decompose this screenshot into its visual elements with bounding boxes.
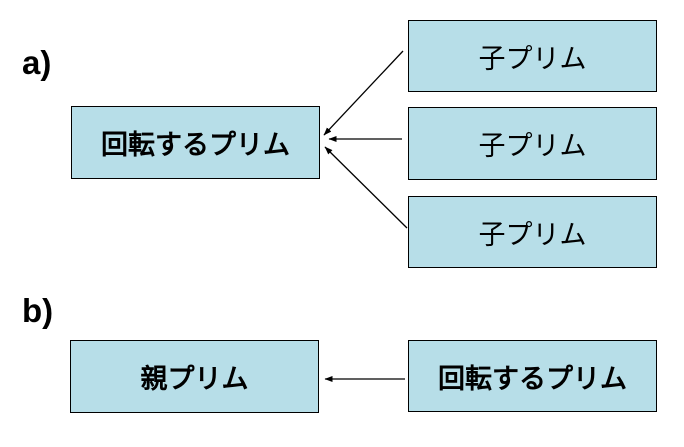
- box-rotating-prim-a: 回転するプリム: [71, 106, 320, 179]
- arrow-child3-to-rotating: [324, 146, 408, 229]
- section-b-label: b): [22, 292, 54, 329]
- box-child-prim-1: 子プリム: [408, 20, 657, 92]
- box-child-prim-2: 子プリム: [408, 107, 657, 180]
- box-child-prim-3: 子プリム: [408, 196, 657, 268]
- box-parent-prim: 親プリム: [70, 340, 319, 413]
- box-rotating-prim-b: 回転するプリム: [408, 340, 657, 412]
- arrow-child1-to-rotating: [323, 50, 404, 136]
- section-a-label: a): [22, 44, 52, 81]
